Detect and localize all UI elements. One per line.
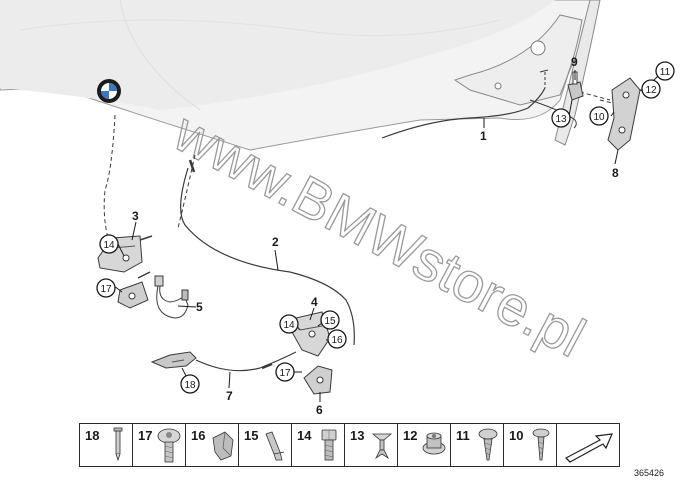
callout-number: 14: [283, 320, 295, 331]
document-number: 365426: [634, 468, 665, 478]
legend-cell-15: 15: [239, 424, 292, 466]
watermark: www.BMWstore.pl: [163, 100, 595, 369]
legend-cell-18: 18: [80, 424, 133, 466]
legend-label: 18: [85, 428, 100, 443]
part-number: 5: [196, 300, 203, 314]
callout-number: 11: [660, 67, 671, 78]
direction-arrow-icon: [565, 433, 613, 463]
torx-bolt-icon: [157, 428, 181, 463]
expanding-rivet-icon: [371, 433, 393, 460]
part-number: 3: [132, 209, 139, 223]
legend-label: 11: [456, 428, 470, 443]
legend-label: 10: [509, 428, 524, 443]
callout-number: 12: [645, 85, 657, 96]
legend-label: 13: [350, 428, 365, 443]
callouts: 10 11 12 13 14 14 15 16 17 17 18: [96, 61, 675, 394]
part-number: 4: [311, 295, 318, 309]
legend-label: 14: [297, 428, 312, 443]
fastener-legend: 18 17 16 15 14: [79, 423, 620, 467]
release-lever: [150, 351, 197, 369]
hinge-bracket-8: [607, 77, 649, 151]
legend-cell-17: 17: [133, 424, 186, 466]
micro-switch: [154, 275, 189, 319]
oval-head-screw-icon: [532, 428, 550, 461]
self-tapping-screw-icon: [478, 428, 498, 461]
callout-number: 18: [184, 380, 196, 391]
part-numbers: 1 2 3 4 5 6 7 8 9: [132, 55, 619, 417]
legend-label: 12: [403, 428, 418, 443]
legend-cell-10: 10: [504, 424, 557, 466]
legend-label: 15: [244, 428, 259, 443]
bmw-logo-icon: [97, 79, 121, 103]
legend-cell-13: 13: [345, 424, 398, 466]
pin-icon: [113, 427, 123, 462]
clip-icon: [212, 431, 234, 461]
hood-lock-lower-left: [117, 271, 151, 309]
legend-cell-11: 11: [451, 424, 504, 466]
bowden-cable-7: [195, 351, 297, 372]
callout-number: 15: [324, 316, 336, 327]
bracket-clip-icon: [265, 431, 285, 461]
legend-label: 17: [138, 428, 153, 443]
part-number: 6: [316, 403, 323, 417]
legend-cell-16: 16: [186, 424, 239, 466]
callout-number: 14: [103, 240, 115, 251]
bowden-cable-2: [180, 167, 355, 346]
part-number: 1: [480, 129, 487, 143]
callout-number: 17: [100, 284, 112, 295]
legend-label: 16: [191, 428, 206, 443]
legend-cell-12: 12: [398, 424, 451, 466]
engine-hood: [0, 0, 601, 151]
legend-cell-arrow: [557, 424, 619, 466]
part-number: 8: [612, 166, 619, 180]
part-number: 2: [272, 235, 279, 249]
part-number: 9: [571, 55, 578, 69]
flange-nut-icon: [422, 432, 446, 455]
legend-cell-14: 14: [292, 424, 345, 466]
bowden-cable-1: [381, 87, 546, 139]
part-number: 7: [226, 389, 233, 403]
hood-lock-lower-right: [303, 365, 333, 395]
callout-number: 13: [555, 114, 567, 125]
callout-number: 10: [593, 112, 605, 123]
callout-number: 16: [331, 335, 343, 346]
hex-bolt-icon: [321, 429, 337, 461]
callout-number: 17: [279, 368, 291, 379]
